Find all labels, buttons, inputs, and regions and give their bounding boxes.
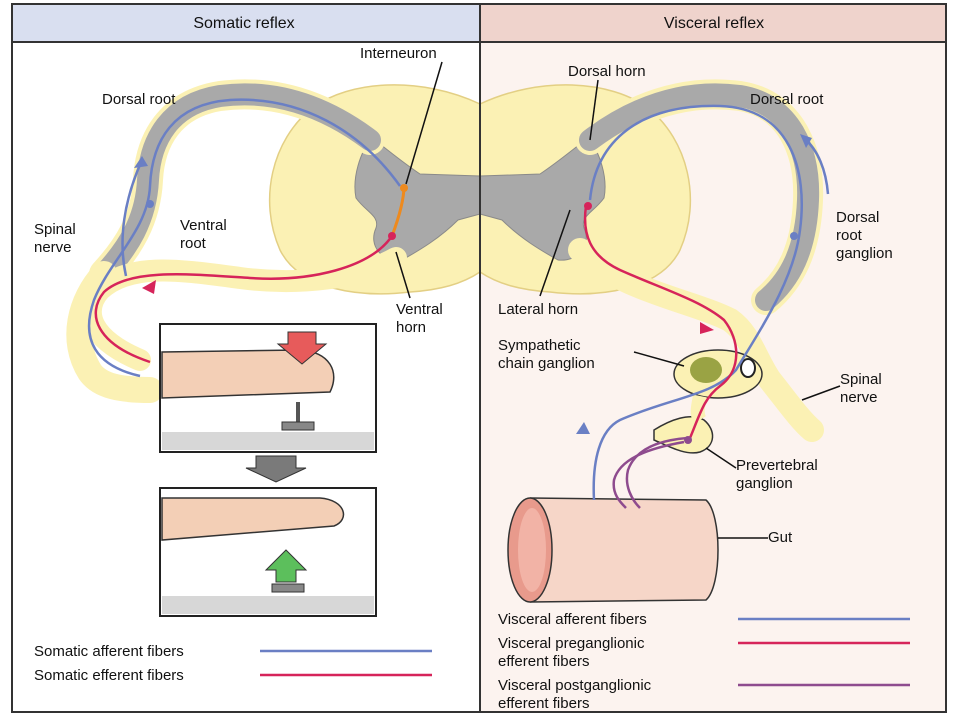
label-prevertebral-1: Prevertebral <box>736 457 818 474</box>
label-interneuron: Interneuron <box>360 45 437 62</box>
label-ventral-horn-2: horn <box>396 319 426 336</box>
finger-box-top-floor <box>162 432 374 450</box>
label-lateral-horn: Lateral horn <box>498 301 578 318</box>
leader-interneuron <box>405 61 443 185</box>
label-sympathetic-2: chain ganglion <box>498 355 595 372</box>
label-dorsal-horn: Dorsal horn <box>568 63 646 80</box>
visceral-postganglionic-fiber-2 <box>612 440 685 509</box>
label-spinal-nerve-left-1: Spinal <box>34 221 76 238</box>
label-sympathetic-1: Sympathetic <box>498 337 581 354</box>
efferent-arrowhead-left <box>142 280 156 294</box>
interneuron-cell-body <box>400 184 408 192</box>
visceral-afferent-fiber <box>588 104 804 501</box>
legend-left-label: Somatic efferent fibers <box>34 667 184 684</box>
withdraw-arrow-up <box>264 549 308 583</box>
prevertebral-cell-body <box>684 436 692 444</box>
tack-base <box>281 421 315 431</box>
somatic-afferent-fiber <box>87 98 402 378</box>
label-dorsal-root-right: Dorsal root <box>750 91 824 108</box>
label-spinal-nerve-left-2: nerve <box>34 239 72 256</box>
label-ventral-horn-1: Ventral <box>396 301 443 318</box>
transition-arrow-down <box>245 455 307 483</box>
leader-ventral-horn <box>395 251 411 299</box>
left-spinal-nerve <box>66 261 163 403</box>
leader-spinal-nerve-right <box>801 385 841 401</box>
right-ventral-root <box>568 238 824 442</box>
finger-box-bottom-floor <box>162 596 374 614</box>
label-drg-3: ganglion <box>836 245 893 262</box>
motor-neuron-cell-body <box>388 232 396 240</box>
dorsal-root-ganglion-left <box>146 200 154 208</box>
label-drg-1: Dorsal <box>836 209 879 226</box>
label-spinal-nerve-right-2: nerve <box>840 389 878 406</box>
left-panel-header <box>11 3 481 43</box>
leader-prevertebral <box>705 447 737 469</box>
label-drg-2: root <box>836 227 863 244</box>
label-spinal-nerve-right-1: Spinal <box>840 371 882 388</box>
left-panel-title: Somatic reflex <box>193 15 294 32</box>
lateral-horn-cell-body <box>584 202 592 210</box>
gut-body <box>529 497 719 603</box>
ganglion-nucleus <box>740 358 756 378</box>
efferent-arrowhead-right <box>700 322 714 334</box>
visceral-postganglionic-fiber <box>625 436 689 509</box>
gut-lumen <box>518 508 546 592</box>
leader-sympathetic <box>633 351 685 367</box>
legend-right-label: Visceral postganglionic <box>498 677 652 694</box>
legend-right-label: efferent fibers <box>498 695 589 712</box>
legend-right-label: Visceral afferent fibers <box>498 611 647 628</box>
afferent-arrow-left <box>121 159 144 277</box>
finger-bottom <box>161 497 345 541</box>
legend-left-label: Somatic afferent fibers <box>34 643 184 660</box>
tack-base-bottom <box>271 583 305 593</box>
leader-dorsal-horn <box>589 79 599 141</box>
label-ventral-root-1: Ventral <box>180 217 227 234</box>
afferent-arrowhead-left <box>134 156 148 168</box>
right-dorsal-root-core <box>579 83 820 311</box>
ganglion-cell-body <box>690 357 722 383</box>
press-arrow-down <box>276 331 328 365</box>
legend-right-label: efferent fibers <box>498 653 589 670</box>
tack-pin <box>296 402 300 424</box>
label-ventral-root-2: root <box>180 235 207 252</box>
legend-right-label: Visceral preganglionic <box>498 635 645 652</box>
dorsal-root-ganglion-right <box>790 232 798 240</box>
label-gut: Gut <box>768 529 793 546</box>
afferent-arrowhead-gut <box>576 422 590 434</box>
right-panel-header <box>479 3 947 43</box>
leader-lateral-horn <box>539 209 571 297</box>
afferent-arrowhead-right <box>800 134 812 148</box>
visceral-preganglionic-fiber <box>583 205 738 439</box>
label-prevertebral-2: ganglion <box>736 475 793 492</box>
label-dorsal-root-left: Dorsal root <box>102 91 176 108</box>
somatic-efferent-fiber <box>94 235 394 364</box>
right-panel-title: Visceral reflex <box>664 15 764 32</box>
